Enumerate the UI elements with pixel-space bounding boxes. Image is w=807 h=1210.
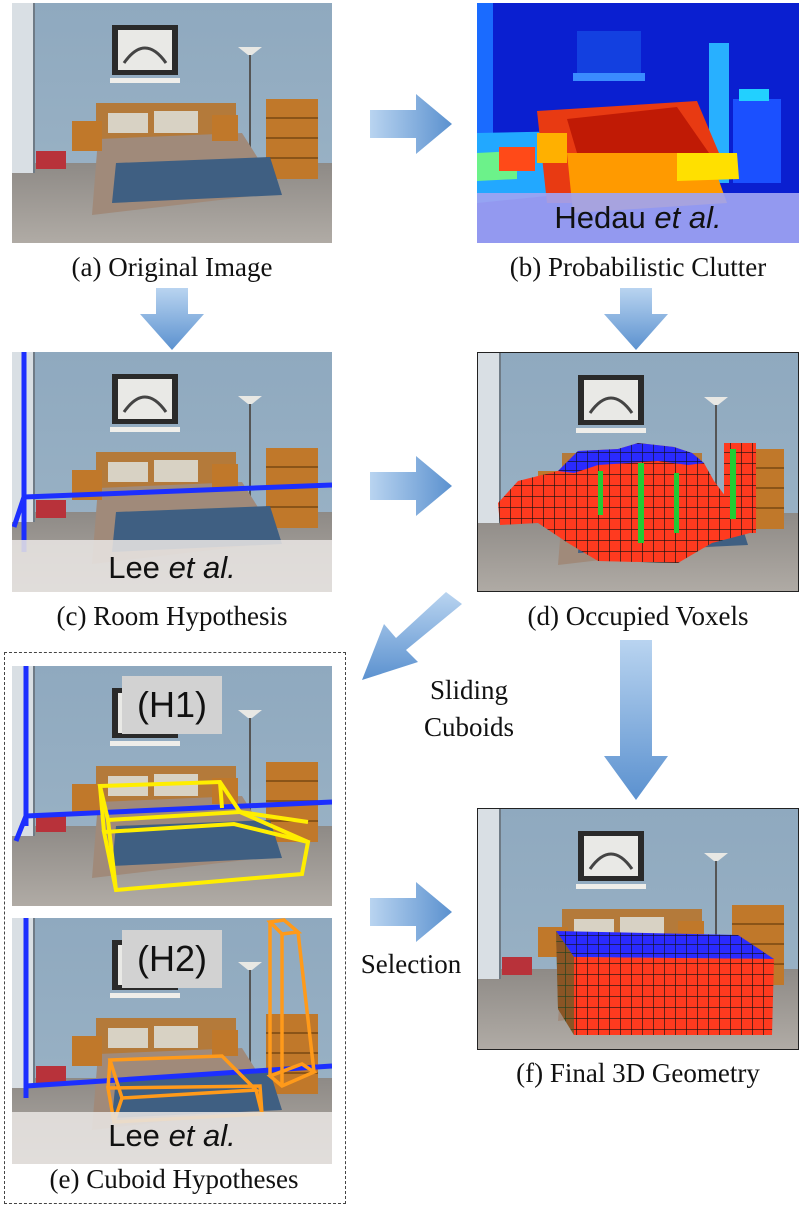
arrow-a-to-b <box>370 94 452 154</box>
cuboid-hypotheses-group <box>4 652 346 1204</box>
caption-f: (f) Final 3D Geometry <box>516 1058 760 1088</box>
arrow-sliding-cuboids <box>362 592 462 680</box>
selection-label: Selection <box>360 949 462 979</box>
lee-etal-e: et al. <box>168 1118 236 1153</box>
panel-room-hypothesis: Lee et al. <box>12 352 332 592</box>
panel-hypothesis-h1: (H1) <box>12 666 332 906</box>
caption-d: (d) Occupied Voxels <box>527 601 749 631</box>
hedau-label: Hedau et al. <box>477 198 799 238</box>
panel-original-image <box>12 3 332 243</box>
sliding-cuboids-label: Sliding Cuboids <box>404 672 534 746</box>
arrow-a-to-c <box>140 288 204 350</box>
lee-author-c: Lee <box>108 550 160 585</box>
hypothesis-tag-h1: (H1) <box>122 676 222 734</box>
caption-a: (a) Original Image <box>71 252 273 282</box>
arrow-d-to-f <box>604 640 668 800</box>
hypothesis-tag-h2: (H2) <box>122 930 222 988</box>
sliding-line1: Sliding <box>429 675 509 705</box>
hedau-author: Hedau <box>554 200 646 235</box>
hedau-etal: et al. <box>654 200 722 235</box>
caption-e: (e) Cuboid Hypotheses <box>49 1164 299 1194</box>
caption-b: (b) Probabilistic Clutter <box>509 252 767 282</box>
panel-hypothesis-h2: (H2) Lee et al. <box>12 918 332 1164</box>
lee-label-c: Lee et al. <box>12 548 332 588</box>
panel-final-3d-geometry <box>477 808 799 1050</box>
panel-probabilistic-clutter: Hedau et al. <box>477 3 799 243</box>
lee-etal-c: et al. <box>168 550 236 585</box>
panel-occupied-voxels <box>477 352 799 592</box>
sliding-line2: Cuboids <box>423 712 515 742</box>
caption-c: (c) Room Hypothesis <box>56 601 288 631</box>
lee-label-e: Lee et al. <box>12 1116 332 1156</box>
arrow-selection <box>370 882 452 942</box>
arrow-c-to-d <box>370 456 452 516</box>
arrow-b-to-d <box>604 288 668 350</box>
lee-author-e: Lee <box>108 1118 160 1153</box>
